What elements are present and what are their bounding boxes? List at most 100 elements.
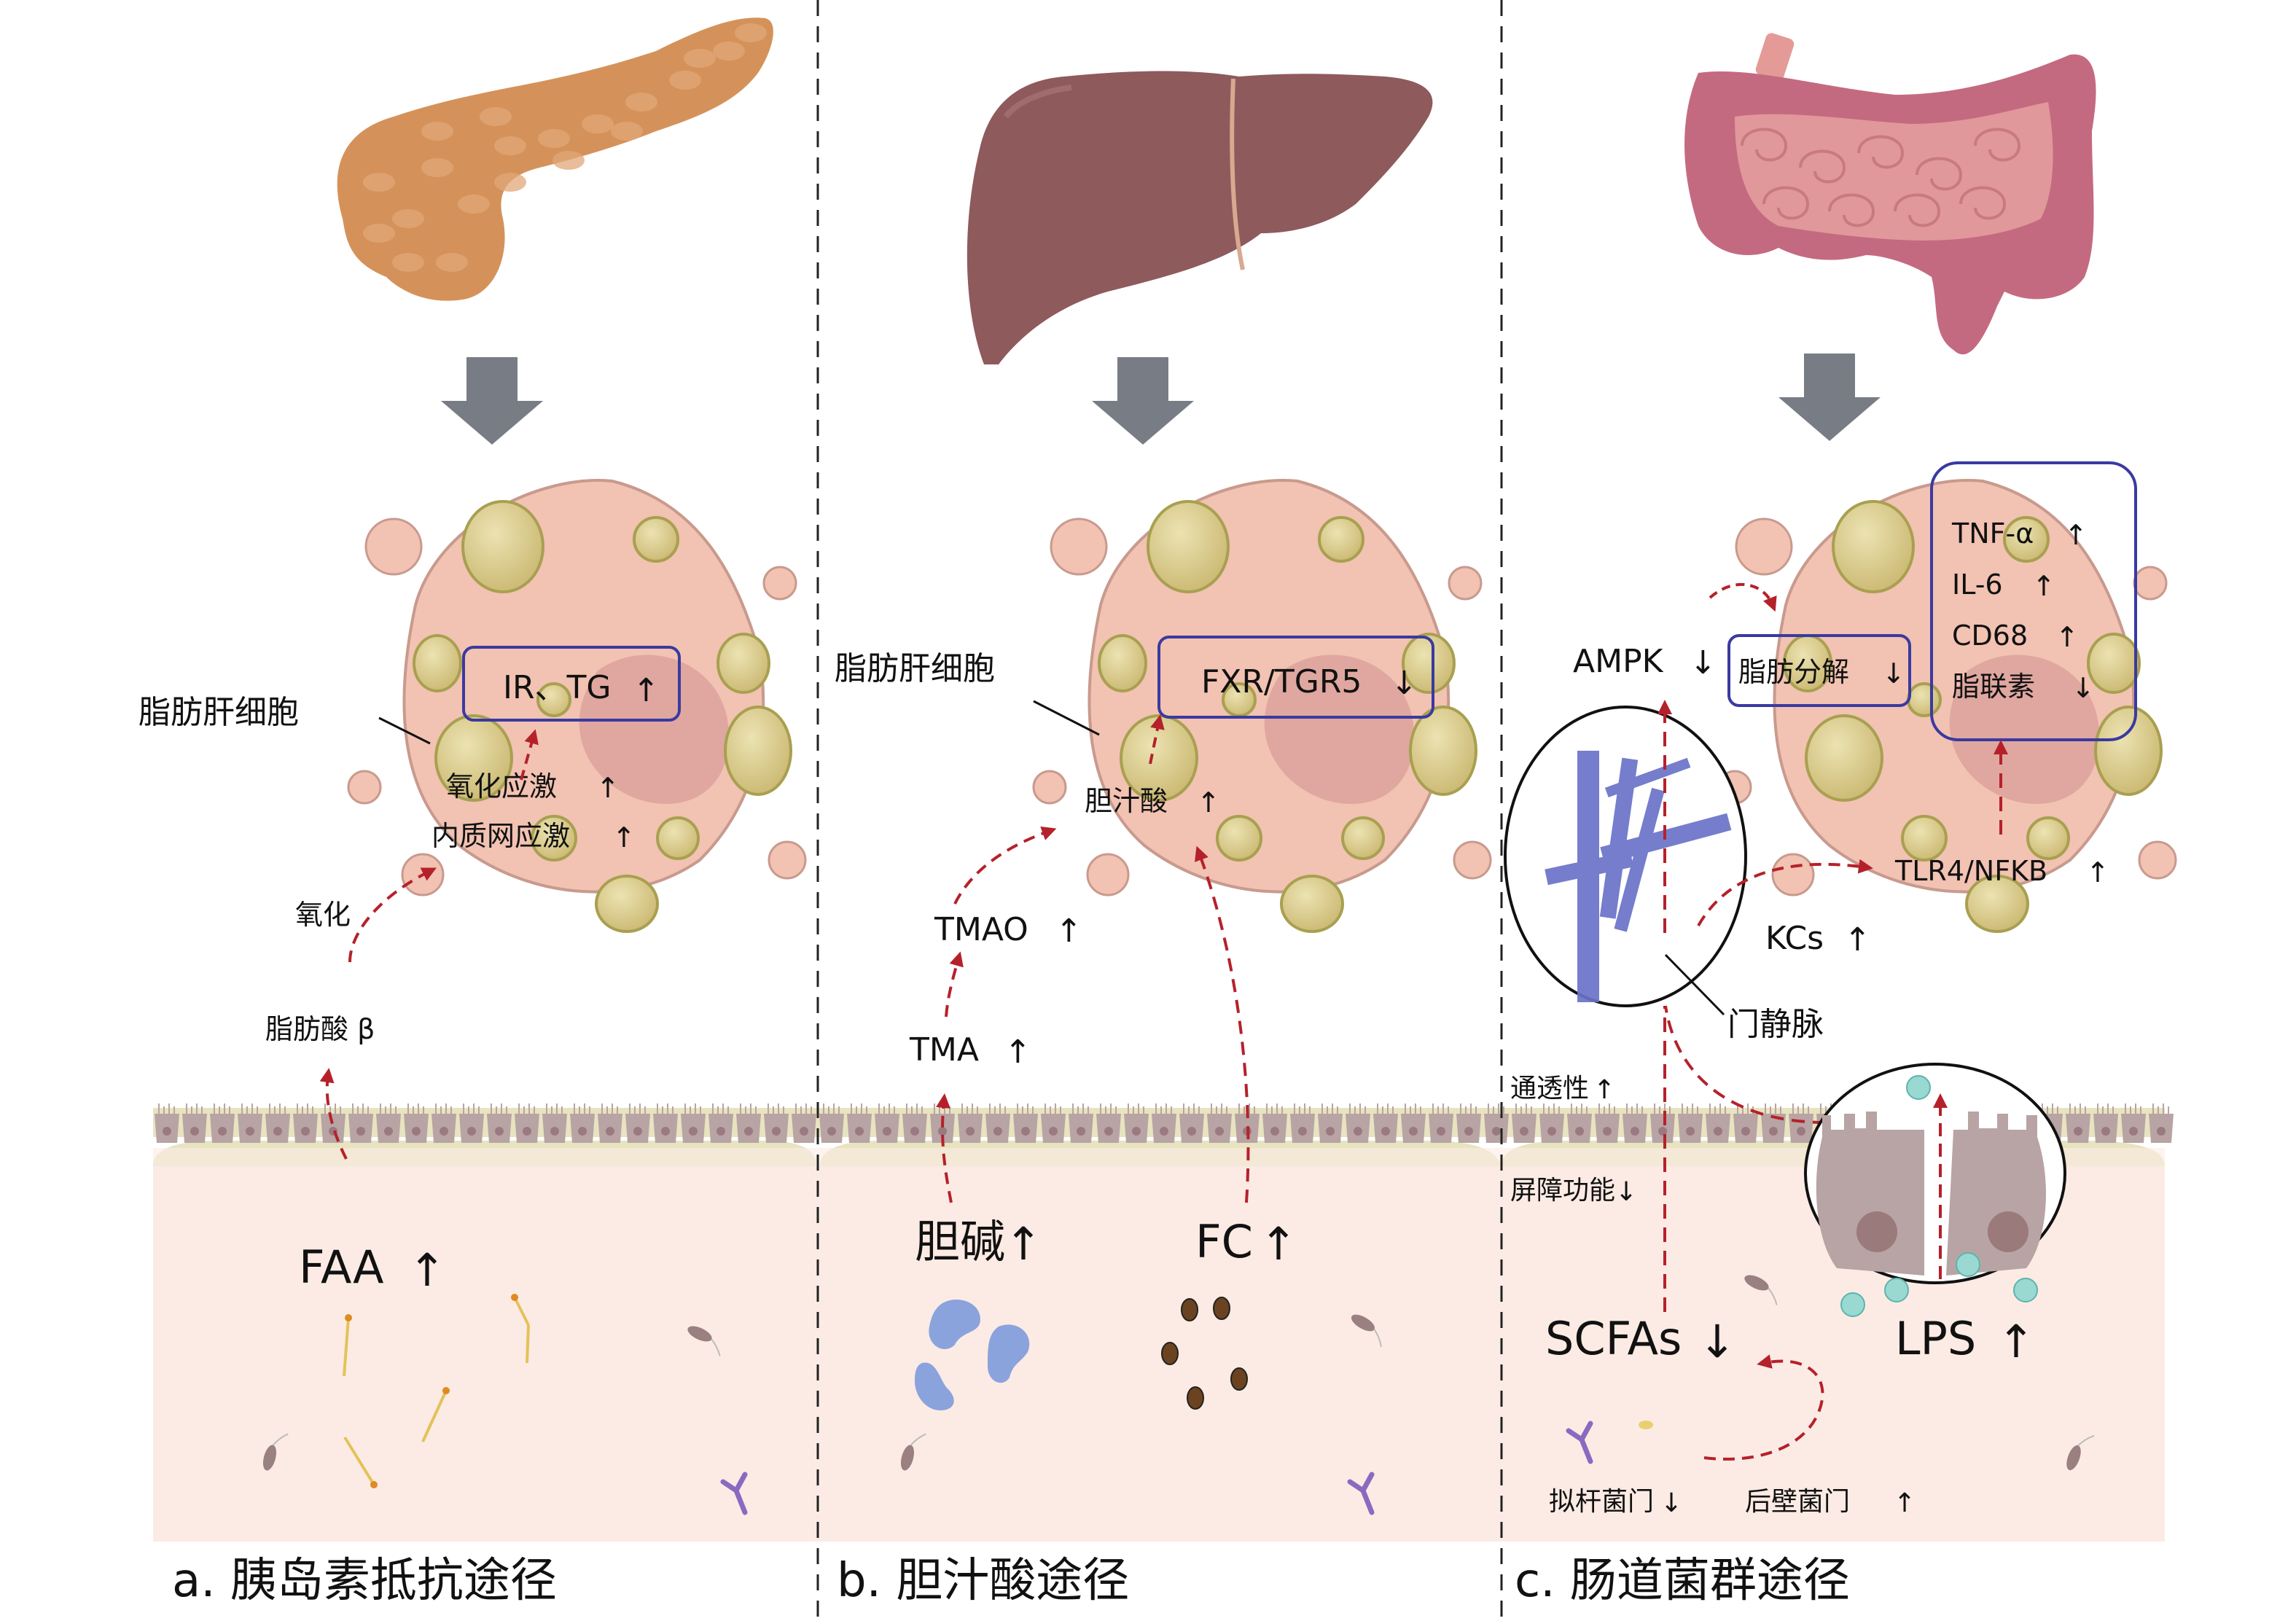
bacterium-icon xyxy=(2066,1434,2095,1471)
up-arrow-icon: ↑ xyxy=(1593,1075,1615,1105)
red-dashed-arrow xyxy=(1149,714,1165,765)
lipid-droplet xyxy=(716,633,770,694)
lipid-droplet xyxy=(1098,634,1147,692)
red-dashed-arrow xyxy=(1697,859,1873,926)
pancreas-lobule xyxy=(494,136,526,155)
vesicle xyxy=(364,517,423,576)
cell-nucleus xyxy=(2074,1127,2082,1136)
fatty-hepatocyte-c xyxy=(1717,479,2177,933)
er-stress-label: 内质网应激 xyxy=(432,820,570,852)
pancreas-lobule xyxy=(494,173,526,192)
down-arrow-icon: ↓ xyxy=(1882,657,1905,690)
cell-nucleus xyxy=(2101,1127,2110,1136)
up-arrow-icon: ↑ xyxy=(1197,786,1220,819)
lipid-droplet xyxy=(1832,500,1915,593)
lipid-droplet xyxy=(531,815,577,862)
pancreas-lobule xyxy=(684,49,716,68)
cell-nucleus xyxy=(550,1127,559,1136)
intestine-loop xyxy=(1762,186,1810,220)
bacteroidetes-label: 拟杆菌门 xyxy=(1549,1487,1654,1517)
cd68-label: CD68 xyxy=(1952,620,2028,652)
pancreas-lobule xyxy=(421,158,453,177)
cell-nucleus xyxy=(1264,655,1414,805)
fatty-acid-molecules xyxy=(343,1294,530,1488)
lipid-droplet xyxy=(1280,875,1344,933)
cell-nucleus xyxy=(910,1127,919,1136)
lipid-droplet xyxy=(2087,633,2141,694)
cell-nucleus xyxy=(1769,1127,1778,1136)
lps-particles xyxy=(1840,1278,2038,1317)
leader-line-a xyxy=(378,716,431,745)
villus-inset xyxy=(1804,1063,2066,1284)
cell-nucleus xyxy=(1270,1127,1279,1136)
il6-label: IL-6 xyxy=(1952,569,2003,601)
choline-molecules xyxy=(915,1299,1030,1410)
vesicle xyxy=(1032,770,1067,805)
bile-acid-label: 胆汁酸 xyxy=(1085,785,1168,817)
intestine-loop xyxy=(1959,186,2007,220)
lps-label: LPS xyxy=(1895,1312,1976,1365)
lipid-droplet xyxy=(1341,816,1385,860)
red-dashed-arrow xyxy=(1709,583,1777,612)
lipid-droplet xyxy=(1901,815,1948,862)
portal-vein-label: 门静脉 xyxy=(1727,1006,1824,1043)
lipid-droplet xyxy=(1907,682,1942,717)
cell-nucleus xyxy=(1132,1127,1141,1136)
cell-nucleus xyxy=(1631,1127,1639,1136)
vesicle xyxy=(1448,566,1483,601)
up-arrow-icon: ↑ xyxy=(1894,1488,1916,1518)
cell-nucleus xyxy=(1686,1127,1695,1136)
pancreas-illustration xyxy=(337,17,773,301)
red-dashed-arrow xyxy=(953,826,1057,905)
panel-a-annotations: IR、TG ↑ 脂肪肝细胞 氧化应激 ↑ 内质网应激 ↑ 氧化 脂肪酸 β FA… xyxy=(138,646,681,1297)
panel-b-annotations: FXR/TGR5 ↓ 脂肪肝细胞 胆汁酸 ↑ TMAO ↑ TMA ↑ 胆碱 ↑… xyxy=(835,636,1434,1410)
up-arrow-icon: ↑ xyxy=(408,1243,446,1297)
lipolysis-label: 脂肪分解 xyxy=(1738,656,1849,688)
lipid-droplet xyxy=(1318,516,1364,563)
up-arrow-icon: ↑ xyxy=(2064,519,2088,551)
bacterium-icon xyxy=(262,1433,289,1471)
pancreas-lobule xyxy=(552,151,585,170)
up-arrow-icon: ↑ xyxy=(612,821,636,854)
cell-nucleus xyxy=(716,1127,725,1136)
red-dashed-arrow xyxy=(319,1068,348,1160)
faa-label: FAA xyxy=(299,1241,384,1294)
tnf-alpha-label: TNF-α xyxy=(1951,517,2034,550)
inflammation-box xyxy=(1930,461,2137,741)
up-arrow-icon: ↑ xyxy=(1004,1034,1031,1071)
pancreas-lobule xyxy=(458,195,490,214)
up-arrow-icon: ↑ xyxy=(2032,570,2055,602)
lipid-droplet xyxy=(413,634,462,692)
bacterium-icon xyxy=(687,1326,721,1356)
red-dashed-arrow xyxy=(1195,845,1250,1203)
cell-nucleus xyxy=(689,1127,698,1136)
cell-nucleus xyxy=(2129,1127,2138,1136)
portal-vein-leader xyxy=(1664,953,1725,1016)
cell-nucleus xyxy=(356,1127,365,1136)
lipid-droplet xyxy=(1965,875,2029,933)
up-arrow-icon: ↑ xyxy=(2055,621,2079,653)
cell-nucleus xyxy=(495,1127,504,1136)
cell-nucleus xyxy=(1658,1127,1667,1136)
tma-label: TMA xyxy=(909,1031,979,1069)
bacterium-icon xyxy=(1744,1275,1778,1305)
pancreas-lobule xyxy=(713,42,745,60)
cell-nucleus xyxy=(1520,1127,1528,1136)
cell-nucleus xyxy=(1714,1127,1722,1136)
ampk-label: AMPK xyxy=(1573,643,1664,680)
fatty-hepatocyte-b xyxy=(1032,479,1492,933)
pancreas-lobule xyxy=(611,122,643,141)
lipid-droplet xyxy=(633,516,679,563)
beta-fatty-acid-label: 脂肪酸 β xyxy=(265,1013,375,1045)
up-arrow-icon: ↑ xyxy=(2086,856,2109,888)
intestine-loop xyxy=(1916,157,1963,191)
lipid-droplet xyxy=(2003,516,2050,563)
cell-nucleus xyxy=(412,1127,421,1136)
lipid-droplet xyxy=(1409,706,1477,796)
cell-nucleus xyxy=(883,1127,891,1136)
up-arrow-icon: ↑ xyxy=(596,772,620,804)
cell-nucleus xyxy=(1949,655,2099,805)
cholesterol-particles xyxy=(1161,1297,1248,1410)
oxidation-label: 氧化 xyxy=(295,899,351,931)
cell-nucleus xyxy=(246,1127,254,1136)
